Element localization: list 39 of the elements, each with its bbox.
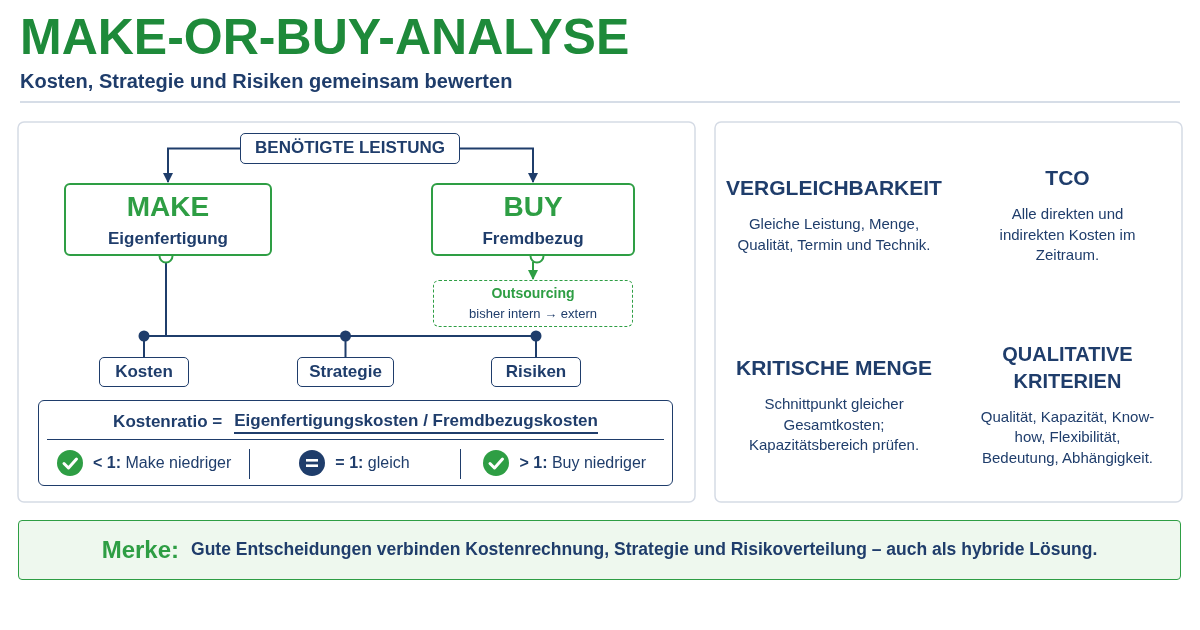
- box-heading: MAKE: [126, 190, 210, 225]
- option-box: [431, 183, 635, 256]
- box-heading: Outsourcing: [491, 284, 575, 304]
- option-box: [64, 183, 272, 256]
- connector-line: [163, 147, 241, 183]
- box-label: Kosten: [115, 360, 173, 383]
- ratio-rule: > 1: Buy niedriger: [519, 454, 647, 472]
- criterion-box: [491, 357, 581, 387]
- page-title: MAKE-OR-BUY-ANALYSE: [20, 8, 630, 66]
- note-box: [18, 520, 1181, 580]
- box-label: Strategie: [309, 360, 382, 383]
- note-text: Gute Entscheidungen verbinden Kostenrechnung, Strategie und Risikoverteilung – auch als hybride Lösung.: [191, 538, 1098, 562]
- formula-fraction: Eigenfertigungskosten / Fremdbezugskosten: [234, 410, 598, 434]
- cell-text: Schnittpunkt gleicher Gesamtkosten; Kapazitätsbereich prüfen.: [747, 394, 921, 455]
- dashed-note-box: [433, 280, 633, 327]
- connector-line: [459, 147, 538, 183]
- cell-text: Gleiche Leistung, Menge, Qualität, Termin und Technik.: [736, 214, 932, 255]
- cell-text: Qualität, Kapazität, Know-how, Flexibilität, Bedeutung, Abhängigkeit.: [979, 407, 1156, 468]
- formula-text: Kostenratio =: [113, 412, 223, 432]
- criterion-box: [99, 357, 189, 387]
- box-subtitle: Fremdbezug: [482, 227, 584, 250]
- box-label: Risiken: [505, 360, 567, 383]
- connector-line: [528, 261, 538, 280]
- cell-heading: QUALITATIVE KRITERIEN: [1001, 342, 1134, 395]
- box-subtitle: bisher intern → extern: [469, 305, 597, 323]
- box-label: BENÖTIGTE LEISTUNG: [255, 137, 445, 160]
- ratio-rule: = 1: gleich: [335, 454, 410, 472]
- criterion-box: [297, 357, 394, 387]
- start-box: [240, 133, 460, 164]
- cell-text: Alle direkten und indirekten Kosten im Zeitraum.: [998, 204, 1137, 265]
- formula-box: [38, 400, 673, 486]
- cell-heading: KRITISCHE MENGE: [736, 354, 932, 381]
- cell-heading: TCO: [1045, 164, 1090, 191]
- box-subtitle: Eigenfertigung: [108, 227, 228, 250]
- cell-heading: VERGLEICHBARKEIT: [726, 175, 942, 202]
- ratio-rule: < 1: Make niedriger: [93, 454, 232, 472]
- note-label: Merke:: [101, 534, 180, 565]
- box-heading: BUY: [503, 190, 563, 225]
- subtitle: Kosten, Strategie und Risiken gemeinsam bewerten: [20, 70, 513, 93]
